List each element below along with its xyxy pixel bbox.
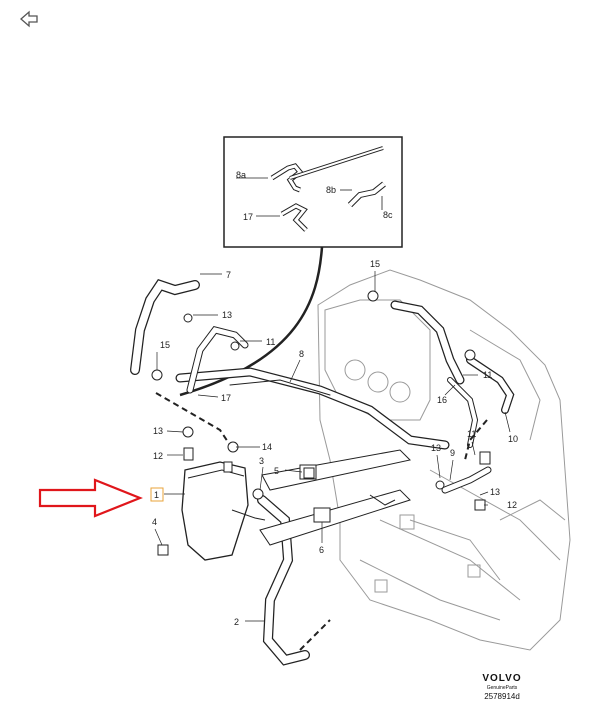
label-7: 7 bbox=[226, 270, 231, 280]
label-15-left: 15 bbox=[160, 340, 170, 350]
label-9: 9 bbox=[450, 448, 455, 458]
label-4: 4 bbox=[152, 517, 157, 527]
mount-bracket bbox=[259, 449, 412, 546]
label-13-lower: 13 bbox=[490, 487, 500, 497]
label-17: 17 bbox=[221, 393, 231, 403]
label-1: 1 bbox=[154, 490, 159, 500]
callout-labels: 8a 17 8b 8c 7 13 11 15 17 8 13 12 14 3 5… bbox=[152, 170, 518, 627]
label-12-left: 12 bbox=[153, 451, 163, 461]
label-11-left: 11 bbox=[266, 337, 275, 347]
coolant-hoses bbox=[130, 279, 515, 666]
brand-name: VOLVO bbox=[482, 673, 522, 684]
label-15-right: 15 bbox=[370, 259, 380, 269]
label-8c: 8c bbox=[383, 210, 393, 220]
label-6: 6 bbox=[319, 545, 324, 555]
label-5: 5 bbox=[274, 466, 279, 476]
label-8a: 8a bbox=[236, 170, 246, 180]
callout-leaders bbox=[154, 271, 511, 622]
diagram-code: 2578914d bbox=[484, 692, 520, 701]
label-11-lower: 11 bbox=[467, 429, 476, 439]
label-13-top: 13 bbox=[222, 310, 232, 320]
back-arrow-icon[interactable] bbox=[18, 10, 40, 28]
detail-inset bbox=[223, 136, 403, 248]
inset-leader-line bbox=[179, 246, 324, 397]
label-10: 10 bbox=[508, 434, 518, 444]
brand-tagline: GenuineParts bbox=[486, 685, 518, 691]
dashed-guides bbox=[155, 392, 488, 651]
label-3: 3 bbox=[259, 456, 264, 466]
label-14: 14 bbox=[262, 442, 272, 452]
label-12-right: 12 bbox=[507, 500, 517, 510]
expansion-tank bbox=[181, 461, 266, 561]
engine-block bbox=[317, 269, 571, 651]
label-8: 8 bbox=[299, 349, 304, 359]
fasteners bbox=[151, 290, 491, 556]
label-13-right: 13 bbox=[431, 443, 441, 453]
label-2: 2 bbox=[234, 617, 239, 627]
label-8b: 8b bbox=[326, 185, 336, 195]
label-16: 16 bbox=[437, 395, 447, 405]
label-17-inset: 17 bbox=[243, 212, 253, 222]
label-13-mid: 13 bbox=[153, 426, 163, 436]
label-11-right: 11 bbox=[483, 370, 492, 380]
part-1-highlight-box bbox=[150, 487, 164, 502]
highlight-arrow bbox=[38, 478, 143, 518]
volvo-brand: VOLVO GenuineParts 2578914d bbox=[462, 674, 542, 701]
